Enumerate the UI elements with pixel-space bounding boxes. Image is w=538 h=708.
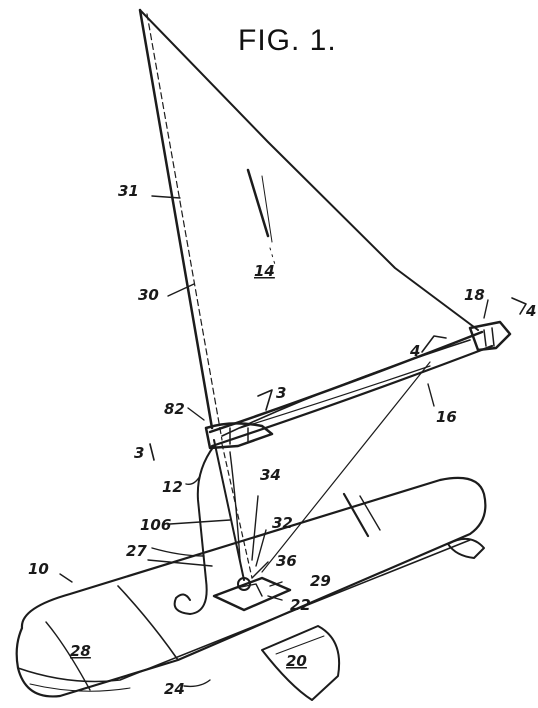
sailboard-hull [15, 476, 487, 701]
ref-36: 36 [276, 552, 297, 570]
section-mark-4-right: 4 [525, 302, 536, 320]
ref-10: 10 [28, 560, 49, 578]
ref-20: 20 [286, 652, 307, 670]
wishbone-boom [204, 320, 512, 450]
mast-lower [173, 361, 431, 615]
ref-24: 24 [164, 680, 185, 698]
ref-30: 30 [138, 286, 159, 304]
ref-18: 18 [464, 286, 485, 304]
ref-32: 32 [272, 514, 293, 532]
ref-16: 16 [436, 408, 457, 426]
section-mark-4-left: 4 [409, 342, 420, 360]
ref-27: 27 [126, 542, 147, 560]
sail [138, 8, 479, 441]
leader-lines [59, 195, 489, 688]
ref-82: 82 [164, 400, 185, 418]
section-mark-3-lower: 3 [134, 444, 144, 462]
section-mark-3-upper: 3 [276, 384, 286, 402]
ref-29: 29 [310, 572, 331, 590]
ref-31: 31 [118, 182, 139, 200]
figure-title: FIG. 1. [238, 24, 337, 57]
ref-12: 12 [162, 478, 183, 496]
section-markers [149, 297, 527, 461]
ref-34: 34 [260, 466, 281, 484]
ref-22: 22 [290, 596, 311, 614]
ref-28: 28 [70, 642, 91, 660]
ref-106: 106 [140, 516, 171, 534]
ref-14: 14 [254, 262, 275, 280]
